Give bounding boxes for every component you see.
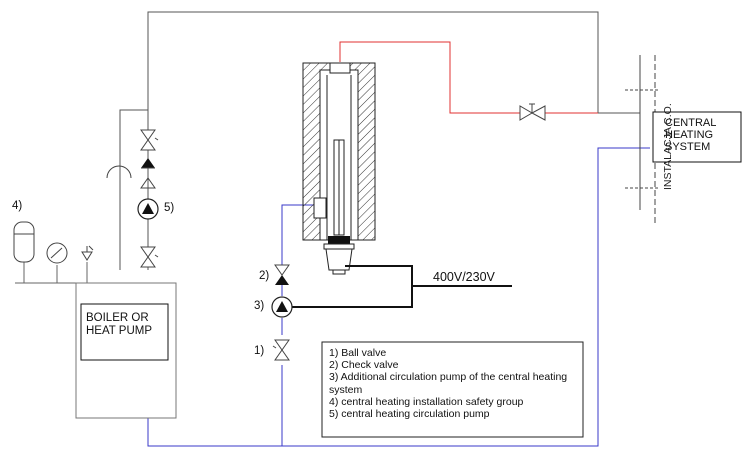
- installation-label: INSTALACJA C.O.: [662, 103, 674, 190]
- ball-valve-lower-icon: [140, 246, 159, 268]
- central-heating-line1: CENTRAL: [665, 117, 717, 129]
- legend-item: 3) Additional circulation pump of the ce…: [329, 371, 568, 396]
- legend-box: [321, 341, 584, 438]
- legend-item: 5) central heating circulation pump: [329, 408, 490, 421]
- legend-item: 1) Ball valve: [329, 347, 387, 359]
- heat-exchanger-arc-icon: [106, 165, 132, 179]
- expansion-vessel-icon: [13, 221, 35, 263]
- ball-valve-hot-icon: [519, 103, 546, 121]
- power-label: 400V/230V: [433, 270, 495, 284]
- supply-pipe-gray: [119, 11, 640, 270]
- marker-2: 2): [259, 270, 270, 282]
- boiler-label-box: [80, 303, 169, 361]
- marker-5: 5): [164, 202, 175, 214]
- safety-valve-icon: [81, 245, 94, 261]
- buffer-tank: [302, 62, 376, 275]
- boiler-label: BOILER OR HEAT PUMP: [86, 312, 152, 338]
- check-valve-right-icon: [274, 264, 290, 285]
- hot-pipe-red: [339, 41, 598, 114]
- power-cable: [290, 265, 413, 308]
- circulation-pump-left-icon: [137, 198, 159, 220]
- central-heating-label: CENTRAL HEATING SYSTEM: [665, 117, 716, 153]
- legend: 1) Ball valve 2) Check valve 3) Addition…: [329, 347, 579, 420]
- marker-3: 3): [254, 300, 265, 312]
- boiler-label-line2: HEAT PUMP: [86, 325, 153, 337]
- central-heating-box: [652, 111, 742, 163]
- boiler-pipes: [15, 262, 148, 284]
- boiler-label-line1: BOILER OR: [86, 312, 149, 324]
- legend-item: 2) Check valve: [329, 359, 399, 372]
- marker-4: 4): [12, 200, 23, 212]
- central-heating-line3: SYSTEM: [665, 141, 711, 153]
- ball-valve-upper-icon: [140, 129, 159, 151]
- manometer-icon: [46, 242, 68, 264]
- check-valve-left-icon: [140, 158, 156, 189]
- ball-valve-right-icon: [272, 339, 290, 361]
- marker-1: 1): [254, 345, 265, 357]
- circulation-pump-right-icon: [271, 296, 293, 318]
- central-heating-line2: HEATING: [665, 129, 714, 141]
- legend-item: 4) central heating installation safety g…: [329, 395, 524, 408]
